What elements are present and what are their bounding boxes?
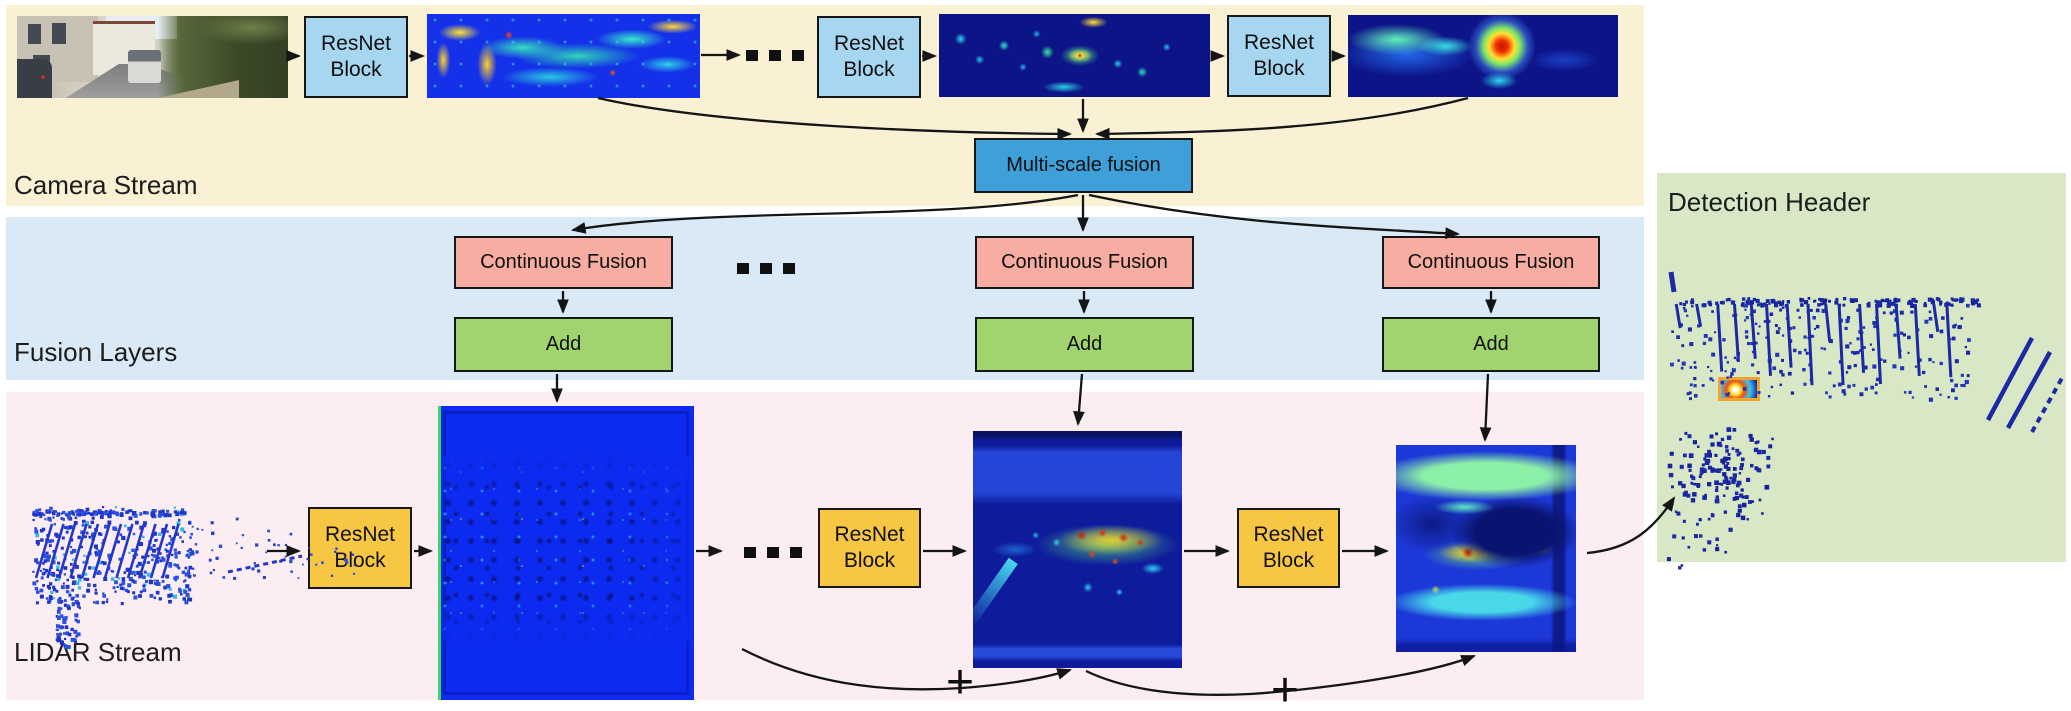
fusion-layers-label: Fusion Layers [14,337,178,367]
ellipsis-icon-camera [746,50,804,61]
add-box-3: Add [1382,317,1600,372]
plus-symbol-1: + [945,655,975,709]
multi-scale-fusion-box: Multi-scale fusion [974,138,1193,193]
resnet-block-camera-2: ResNet Block [817,16,921,98]
fusion-layers-panel [6,217,1644,380]
plus-symbol-2: + [1270,663,1300,711]
resnet-block-lidar-2: ResNet Block [818,508,921,588]
ellipsis-icon-lidar [744,547,802,558]
resnet-block-lidar-1: ResNet Block [308,507,412,589]
camera-feature-map-3 [1348,15,1618,97]
bev-feature-map-2 [973,431,1182,668]
continuous-fusion-box-2: Continuous Fusion [975,236,1194,289]
camera-stream-label: Camera Stream [14,170,198,200]
bev-feature-map-1 [438,406,694,700]
continuous-fusion-box-1: Continuous Fusion [454,236,673,289]
camera-feature-map-1 [427,14,700,98]
add-box-2: Add [975,317,1194,372]
ellipsis-icon-fusion [737,263,795,274]
detection-header-label: Detection Header [1668,187,1871,217]
add-box-1: Add [454,317,673,372]
lidar-stream-label: LIDAR Stream [14,637,182,667]
resnet-block-lidar-3: ResNet Block [1237,508,1340,588]
detection-header-panel [1657,173,2066,562]
camera-input-image [17,16,288,98]
photo-white-car [128,50,161,84]
continuous-fusion-box-3: Continuous Fusion [1382,236,1600,289]
resnet-block-camera-3: ResNet Block [1227,15,1331,97]
camera-feature-map-2 [939,14,1210,97]
detection-bounding-box [1718,377,1760,401]
resnet-block-camera-1: ResNet Block [304,16,408,98]
photo-dark-car [17,58,53,98]
bev-feature-map-3 [1396,445,1576,652]
